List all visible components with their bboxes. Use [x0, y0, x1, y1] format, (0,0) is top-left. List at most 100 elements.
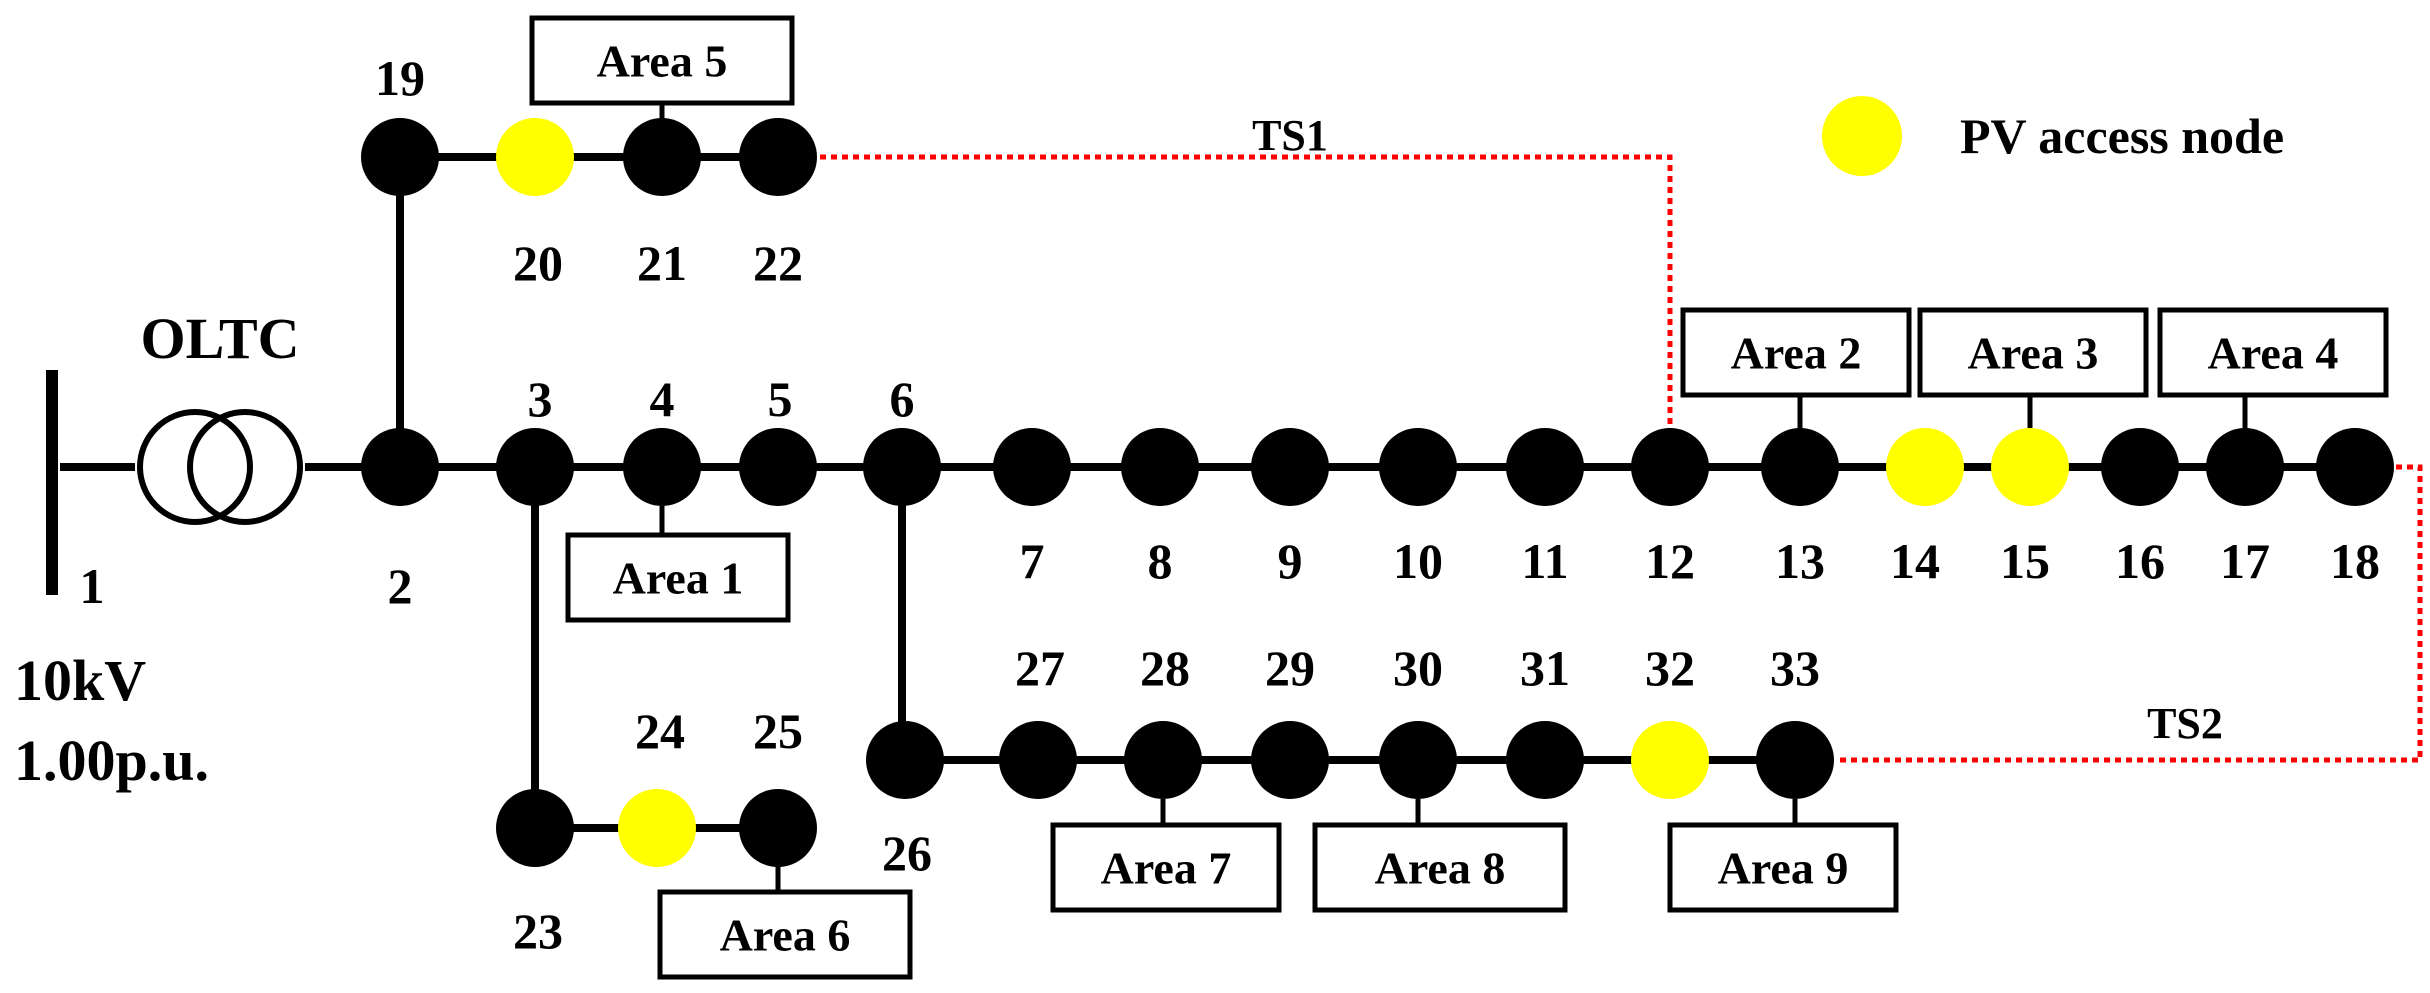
bus-node-8 [1121, 428, 1199, 506]
node-label-32: 32 [1645, 640, 1695, 696]
node-label-10: 10 [1393, 533, 1443, 589]
area-box-6 [657, 889, 913, 980]
bus-node-5 [739, 428, 817, 506]
node-label-5: 5 [768, 371, 793, 427]
node-label-7: 7 [1020, 533, 1045, 589]
area-label-2: Area 2 [1731, 328, 1862, 379]
node-label-12: 12 [1645, 533, 1695, 589]
node-label-26: 26 [882, 825, 932, 881]
tie-line-ts2 [1836, 464, 2423, 763]
bus-node-29 [1251, 721, 1329, 799]
area-box-1 [565, 532, 791, 623]
node-label-13: 13 [1775, 533, 1825, 589]
bus-node-10 [1379, 428, 1457, 506]
node-label-30: 30 [1393, 640, 1443, 696]
bus-node-17 [2206, 428, 2284, 506]
area-box-9 [1667, 822, 1899, 913]
source-voltage-label: 10kV [14, 648, 146, 713]
bus-node-21 [623, 118, 701, 196]
transformer-winding-icon [137, 409, 253, 525]
bus-node-31 [1506, 721, 1584, 799]
node-label-29: 29 [1265, 640, 1315, 696]
tie-line-ts1 [820, 154, 1673, 428]
area-box-3 [1917, 307, 2149, 398]
bus-nodes [361, 118, 2394, 867]
pv-node-14 [1886, 428, 1964, 506]
area-box-5 [529, 15, 795, 106]
bus-node-4 [623, 428, 701, 506]
node-label-18: 18 [2330, 533, 2380, 589]
bus-node-19 [361, 118, 439, 196]
area-label-7: Area 7 [1101, 843, 1232, 894]
bus-node-28 [1124, 721, 1202, 799]
area-box-2 [1680, 307, 1912, 398]
pv-node-24 [618, 789, 696, 867]
node-label-28: 28 [1140, 640, 1190, 696]
area-label-4: Area 4 [2208, 328, 2339, 379]
bus-node-33 [1756, 721, 1834, 799]
node-label-15: 15 [2000, 533, 2050, 589]
node-label-24: 24 [635, 703, 685, 759]
area-boxes: Area 1 Area 2 Area 3 Area 4 Area 5 Area 6 Area… [529, 15, 2389, 980]
legend-label: PV access node [1960, 108, 2284, 164]
source-substation [135, 409, 305, 525]
tie-switch-ts1-label: TS1 [1252, 111, 1328, 160]
area-box-4 [2157, 307, 2389, 398]
node-label-19: 19 [375, 50, 425, 106]
node-label-1: 1 [80, 558, 105, 614]
node-label-33: 33 [1770, 640, 1820, 696]
node-label-27: 27 [1015, 640, 1065, 696]
bus-node-23 [496, 789, 574, 867]
bus-node-2 [361, 428, 439, 506]
node-label-20: 20 [513, 235, 563, 291]
area-label-3: Area 3 [1968, 328, 2099, 379]
area-box-7 [1050, 822, 1282, 913]
bus-node-25 [739, 789, 817, 867]
bus-node-11 [1506, 428, 1584, 506]
node-label-23: 23 [513, 903, 563, 959]
node-label-11: 11 [1521, 533, 1568, 589]
area-label-9: Area 9 [1718, 843, 1849, 894]
area-label-1: Area 1 [613, 553, 744, 604]
transformer-winding-icon [187, 409, 303, 525]
node-label-3: 3 [528, 371, 553, 427]
node-label-4: 4 [650, 371, 675, 427]
node-label-8: 8 [1148, 533, 1173, 589]
bus-node-26 [866, 721, 944, 799]
tie-switch-ts2-label: TS2 [2147, 699, 2223, 748]
bus-node-16 [2101, 428, 2179, 506]
node-label-9: 9 [1278, 533, 1303, 589]
node-label-17: 17 [2220, 533, 2270, 589]
tie-switch-lines [820, 154, 2423, 763]
bus-node-22 [739, 118, 817, 196]
node-label-2: 2 [388, 558, 413, 614]
node-label-14: 14 [1890, 533, 1940, 589]
bus-node-3 [496, 428, 574, 506]
bus-node-27 [999, 721, 1077, 799]
area-label-8: Area 8 [1375, 843, 1506, 894]
bus-node-18 [2316, 428, 2394, 506]
bus-node-6 [863, 428, 941, 506]
pv-node-20 [496, 118, 574, 196]
area-label-5: Area 5 [597, 36, 728, 87]
pv-node-32 [1631, 721, 1709, 799]
area-box-8 [1312, 822, 1568, 913]
bus-node-9 [1251, 428, 1329, 506]
area-label-6: Area 6 [720, 910, 851, 961]
node-label-16: 16 [2115, 533, 2165, 589]
node-label-21: 21 [637, 235, 687, 291]
transformer-mask [135, 410, 305, 525]
pv-node-15 [1991, 428, 2069, 506]
bus-node-13 [1761, 428, 1839, 506]
transformer-label: OLTC [140, 306, 299, 371]
node-label-6: 6 [890, 371, 915, 427]
bus-node-7 [993, 428, 1071, 506]
source-pu-label: 1.00p.u. [14, 728, 209, 793]
legend-pv-icon [1822, 96, 1902, 176]
node-label-25: 25 [753, 703, 803, 759]
bus-node-30 [1379, 721, 1457, 799]
node-label-31: 31 [1520, 640, 1570, 696]
